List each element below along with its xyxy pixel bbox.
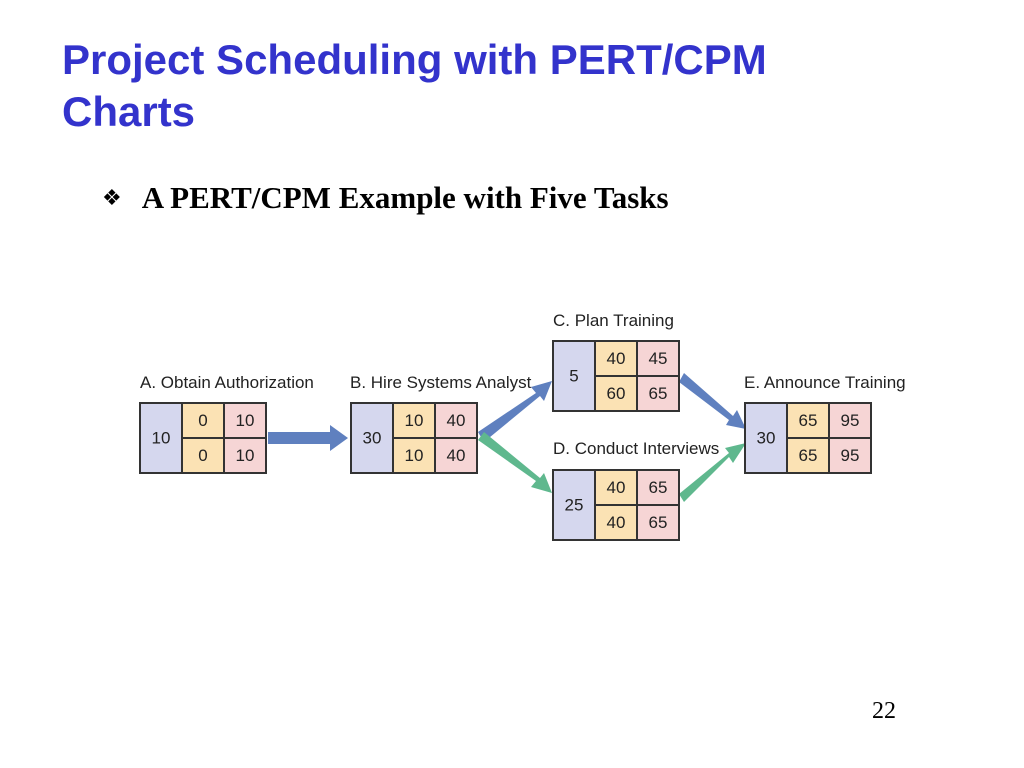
duration-cell-b: [350, 402, 394, 474]
late-start-cell-d: [594, 504, 638, 541]
arrow-b-to-c: [478, 381, 552, 442]
late-start-cell-a: [181, 437, 225, 474]
arrow-b-to-d: [478, 432, 552, 493]
late-start-value-d: 40: [607, 513, 626, 532]
arrow-d-to-e: [679, 443, 746, 502]
page-number: 22: [872, 698, 896, 724]
late-finish-cell-e: [828, 437, 872, 474]
early-finish-value-e: 95: [841, 411, 860, 430]
late-finish-cell-c: [636, 375, 680, 412]
late-finish-value-e: 95: [841, 446, 860, 465]
early-finish-value-a: 10: [236, 411, 255, 430]
late-finish-value-c: 65: [649, 384, 668, 403]
early-start-value-e: 65: [799, 411, 818, 430]
task-label-e: E. Announce Training: [744, 373, 906, 392]
late-finish-value-b: 40: [447, 446, 466, 465]
title-line-2: Charts: [62, 88, 196, 135]
task-node-b: B. Hire Systems Analyst 30 10 40 10 40: [350, 373, 532, 474]
early-finish-cell-e: [828, 402, 872, 439]
arrow-c-to-e: [679, 373, 746, 429]
late-start-value-a: 0: [198, 446, 207, 465]
late-start-cell-b: [392, 437, 436, 474]
late-start-value-e: 65: [799, 446, 818, 465]
early-finish-value-c: 45: [649, 349, 668, 368]
early-finish-cell-b: [434, 402, 478, 439]
task-label-a: A. Obtain Authorization: [140, 373, 314, 392]
bullet-text: A PERT/CPM Example with Five Tasks: [141, 180, 669, 215]
early-start-value-d: 40: [607, 478, 626, 497]
late-finish-value-a: 10: [236, 446, 255, 465]
slide-title: Project Scheduling with PERT/CPM Charts: [62, 34, 962, 138]
title-line-1: Project Scheduling with PERT/CPM: [62, 36, 767, 83]
task-label-b: B. Hire Systems Analyst: [350, 373, 532, 392]
arrow-a-to-b: [268, 425, 348, 451]
early-start-value-a: 0: [198, 411, 207, 430]
early-finish-value-d: 65: [649, 478, 668, 497]
duration-value-a: 10: [152, 429, 171, 448]
early-finish-value-b: 40: [447, 411, 466, 430]
duration-value-e: 30: [757, 429, 776, 448]
duration-value-c: 5: [569, 367, 578, 386]
early-finish-cell-a: [223, 402, 267, 439]
late-finish-cell-d: [636, 504, 680, 541]
late-start-cell-c: [594, 375, 638, 412]
task-node-a: A. Obtain Authorization 10 0 10 0 10: [139, 373, 314, 474]
bullet-item: ❖ A PERT/CPM Example with Five Tasks: [102, 180, 669, 216]
early-start-cell-c: [594, 340, 638, 377]
early-start-value-b: 10: [405, 411, 424, 430]
late-start-value-c: 60: [607, 384, 626, 403]
duration-value-d: 25: [565, 496, 584, 515]
late-finish-value-d: 65: [649, 513, 668, 532]
diamond-bullet-icon: ❖: [102, 185, 122, 211]
duration-cell-c: [552, 340, 596, 412]
task-node-c: C. Plan Training 5 40 45 60 65: [552, 311, 680, 412]
late-finish-cell-b: [434, 437, 478, 474]
task-node-e: E. Announce Training 30 65 95 65 95: [744, 373, 906, 474]
duration-value-b: 30: [363, 429, 382, 448]
late-start-value-b: 10: [405, 446, 424, 465]
task-label-c: C. Plan Training: [553, 311, 674, 330]
late-finish-cell-a: [223, 437, 267, 474]
early-start-value-c: 40: [607, 349, 626, 368]
task-label-d: D. Conduct Interviews: [553, 439, 719, 458]
task-node-d: D. Conduct Interviews 25 40 65 40 65: [552, 439, 719, 541]
connector-arrows: [268, 373, 746, 502]
early-finish-cell-c: [636, 340, 680, 377]
duration-cell-e: [744, 402, 788, 474]
